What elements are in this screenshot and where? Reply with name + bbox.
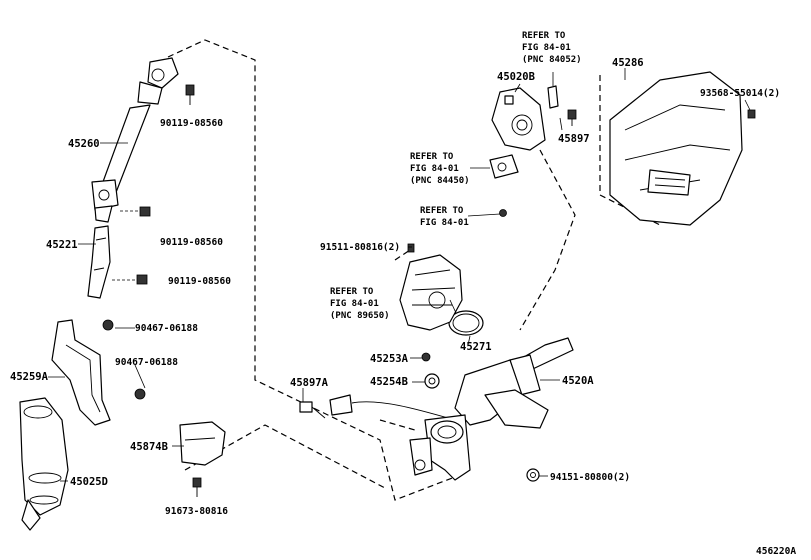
bolt-90119-middle[interactable] <box>120 206 151 217</box>
label-45260: 45260 <box>68 138 100 150</box>
column-hole-cover-45259A[interactable] <box>51 319 111 426</box>
bracket-45874B[interactable] <box>179 421 226 466</box>
nut-94151[interactable] <box>526 468 540 482</box>
svg-text:(PNC 89650): (PNC 89650) <box>330 311 390 321</box>
label-45259A: 45259A <box>10 371 49 383</box>
clip-90467-upper[interactable] <box>102 319 114 331</box>
label-45025D: 45025D <box>70 476 108 488</box>
label-45253A: 45253A <box>370 353 409 365</box>
svg-text:FIG 84-01: FIG 84-01 <box>522 43 571 53</box>
label-91511: 91511-80816(2) <box>320 242 400 253</box>
refer-to-fig-89650: REFER TO FIG 84-01 (PNC 89650) <box>330 287 390 321</box>
screw-93568[interactable] <box>747 109 756 119</box>
steering-column-assembly-4520A[interactable] <box>409 337 574 481</box>
column-cover-45286[interactable] <box>609 71 743 226</box>
label-45020B: 45020B <box>497 71 535 83</box>
label-45221: 45221 <box>46 239 78 251</box>
bolt-45897[interactable] <box>567 109 577 126</box>
bolt-90119-lower[interactable] <box>112 274 148 285</box>
wire-harness <box>329 394 456 421</box>
dust-seal-45253A[interactable] <box>421 352 431 362</box>
label-94151: 94151-80800(2) <box>550 472 630 483</box>
steering-shaft-45221[interactable] <box>87 225 111 299</box>
svg-text:FIG 84-01: FIG 84-01 <box>420 218 469 228</box>
label-45897A: 45897A <box>290 377 329 389</box>
bracket-84052[interactable] <box>547 85 559 109</box>
part-labels: 45260 45221 45259A 45025D 90119-08560 90… <box>10 57 780 517</box>
label-45897: 45897 <box>558 133 590 145</box>
label-45254B: 45254B <box>370 376 408 388</box>
bearing-45254B[interactable] <box>424 373 440 389</box>
ring-45271[interactable] <box>448 310 484 336</box>
label-90119-middle: 90119-08560 <box>160 237 223 248</box>
label-45286: 45286 <box>612 57 644 69</box>
svg-text:REFER TO: REFER TO <box>420 206 464 216</box>
label-90467-upper: 90467-06188 <box>135 323 198 334</box>
svg-text:REFER TO: REFER TO <box>330 287 374 297</box>
svg-text:REFER TO: REFER TO <box>522 31 566 41</box>
refer-to-fig-84052: REFER TO FIG 84-01 (PNC 84052) <box>522 31 582 65</box>
intermediate-shaft-45260[interactable] <box>91 57 179 223</box>
steering-boot-45025D[interactable] <box>19 397 69 531</box>
label-91673: 91673-80816 <box>165 506 228 517</box>
screw-84-01[interactable] <box>499 209 507 217</box>
label-4520A: 4520A <box>562 375 594 387</box>
label-90119-lower: 90119-08560 <box>168 276 231 287</box>
svg-text:(PNC 84450): (PNC 84450) <box>410 176 470 186</box>
bolt-90119-upper[interactable] <box>185 84 195 105</box>
lock-housing-unit[interactable] <box>399 254 463 331</box>
bolt-91673[interactable] <box>192 477 202 497</box>
svg-text:(PNC 84052): (PNC 84052) <box>522 55 582 65</box>
svg-text:FIG 84-01: FIG 84-01 <box>330 299 379 309</box>
label-90467-lower: 90467-06188 <box>115 357 178 368</box>
svg-text:REFER TO: REFER TO <box>410 152 454 162</box>
label-90119-upper: 90119-08560 <box>160 118 223 129</box>
refer-to-fig-84-01: REFER TO FIG 84-01 <box>420 206 469 228</box>
bolt-45897A[interactable] <box>299 401 326 419</box>
label-45271: 45271 <box>460 341 492 353</box>
screw-91511[interactable] <box>407 243 415 253</box>
leader-lines <box>48 68 751 482</box>
diagram-code: 456220A <box>756 546 796 557</box>
key-cylinder-84450[interactable] <box>489 154 519 179</box>
refer-to-fig-84450: REFER TO FIG 84-01 (PNC 84450) <box>410 152 470 186</box>
clip-90467-lower[interactable] <box>134 388 146 400</box>
svg-text:FIG 84-01: FIG 84-01 <box>410 164 459 174</box>
label-45874B: 45874B <box>130 441 168 453</box>
label-93568: 93568-55014(2) <box>700 88 780 99</box>
lock-switch-45020B[interactable] <box>491 87 546 151</box>
